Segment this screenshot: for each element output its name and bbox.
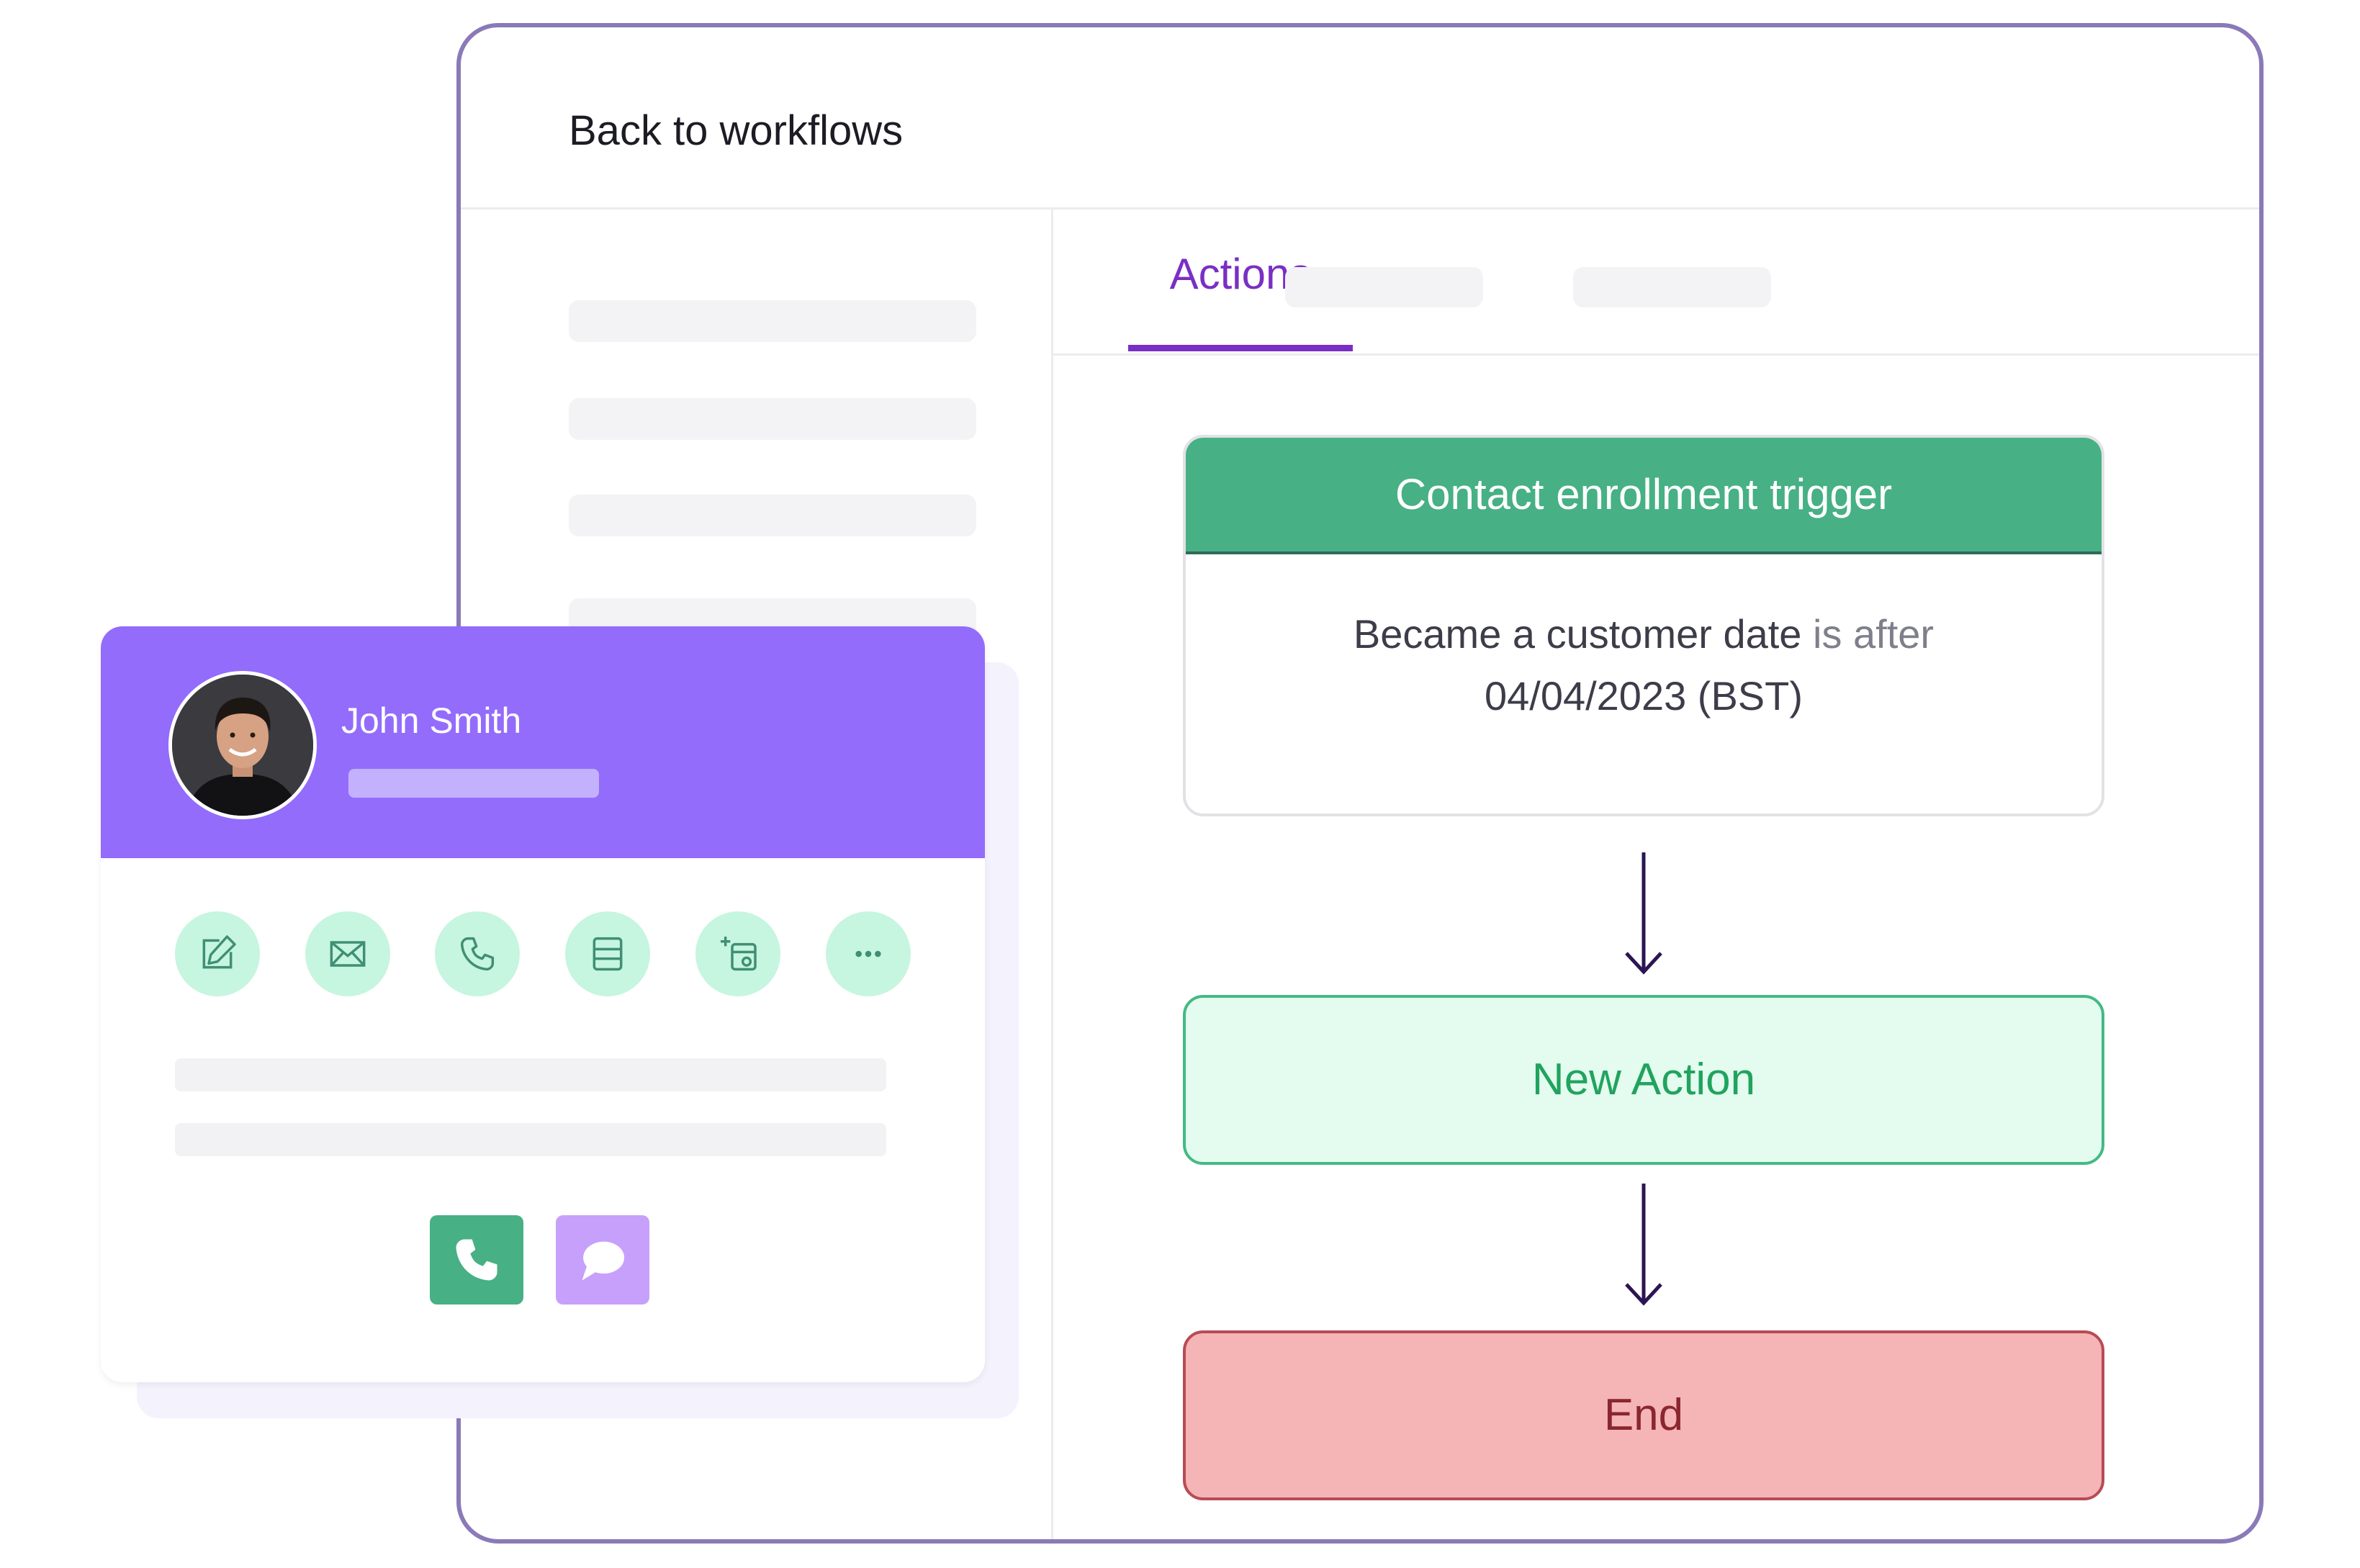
email-button[interactable]	[305, 911, 390, 996]
sidebar-placeholder	[569, 300, 976, 342]
new-action-node[interactable]: New Action	[1183, 995, 2104, 1165]
more-icon	[855, 950, 881, 958]
meeting-icon	[721, 937, 757, 971]
arrow-down-icon	[1625, 1184, 1662, 1306]
call-contact-button[interactable]	[430, 1215, 523, 1305]
trigger-condition-property: Became a customer date	[1353, 611, 1802, 657]
phone-icon	[456, 1239, 497, 1281]
contact-info-placeholder	[175, 1123, 886, 1156]
trigger-condition-operator: is after	[1813, 611, 1935, 657]
person-photo-icon	[172, 675, 313, 816]
chat-bubble-icon	[582, 1241, 625, 1281]
contact-card: John Smith	[101, 626, 985, 1382]
workflow-canvas: Contact enrollment trigger Became a cust…	[1053, 356, 2259, 1539]
contact-subtitle-placeholder	[348, 769, 599, 798]
more-button[interactable]	[826, 911, 911, 996]
task-icon	[593, 937, 623, 971]
contact-name: John Smith	[341, 700, 522, 741]
trigger-condition-value: 04/04/2023 (BST)	[1484, 673, 1803, 718]
call-button[interactable]	[435, 911, 520, 996]
contact-card-header: John Smith	[101, 626, 985, 858]
meeting-button[interactable]	[695, 911, 780, 996]
arrow-down-icon	[1625, 852, 1662, 975]
sidebar-placeholder	[569, 495, 976, 536]
chat-contact-button[interactable]	[556, 1215, 649, 1305]
end-node[interactable]: End	[1183, 1330, 2104, 1500]
tab-placeholder[interactable]	[1573, 267, 1771, 307]
note-icon	[202, 935, 236, 969]
contact-info-placeholder	[175, 1058, 886, 1091]
back-to-workflows-link[interactable]: Back to workflows	[569, 107, 904, 154]
email-icon	[330, 941, 366, 967]
tab-bar: Actions	[1053, 209, 2259, 356]
sidebar-placeholder	[569, 398, 976, 440]
task-button[interactable]	[565, 911, 650, 996]
phone-icon	[460, 937, 495, 971]
avatar[interactable]	[168, 671, 317, 819]
trigger-title: Contact enrollment trigger	[1186, 438, 2102, 554]
tab-placeholder[interactable]	[1285, 267, 1483, 307]
workflow-sidebar	[461, 209, 1053, 1539]
note-button[interactable]	[175, 911, 260, 996]
trigger-condition: Became a customer date is after 04/04/20…	[1186, 554, 2102, 814]
window-header: Back to workflows	[461, 27, 2259, 209]
enrollment-trigger-card[interactable]: Contact enrollment trigger Became a cust…	[1183, 435, 2104, 816]
